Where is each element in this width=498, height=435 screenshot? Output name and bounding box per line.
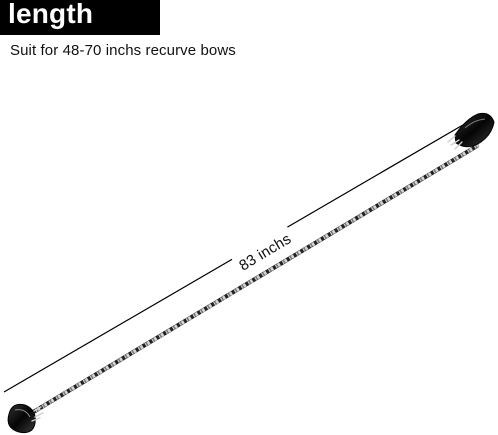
measurement-label-group: 83 inchs — [231, 225, 298, 278]
bowstring-twist — [23, 144, 479, 419]
top-loop-fibers — [447, 135, 463, 150]
bottom-loop-highlight — [14, 409, 31, 418]
bowstring-icon — [7, 112, 495, 434]
title-banner: length — [0, 0, 160, 35]
page-title: length — [8, 0, 94, 29]
bottom-loop-fibers — [31, 406, 44, 422]
product-subtitle: Suit for 48-70 inchs recurve bows — [10, 42, 236, 59]
bottom-string-loop — [7, 403, 36, 434]
top-loop-highlight — [464, 118, 486, 129]
top-string-loop — [454, 112, 495, 148]
